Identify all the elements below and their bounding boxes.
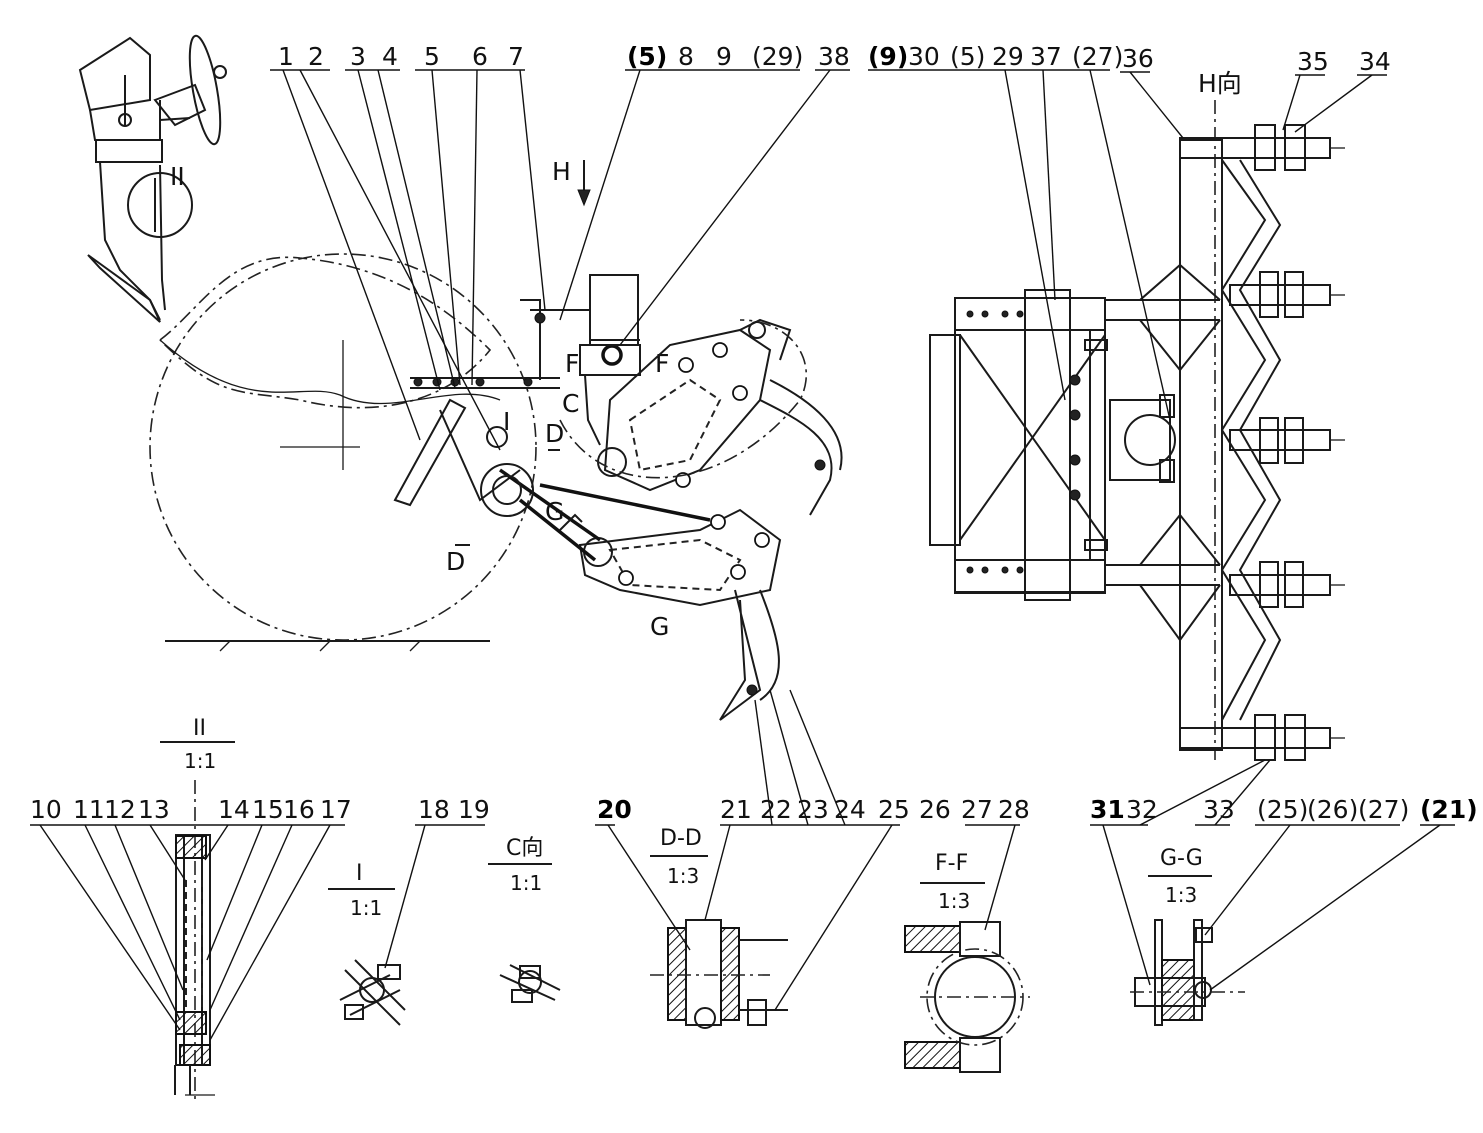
callout-11: 11 [73, 795, 105, 824]
callout-6: 6 [472, 42, 488, 71]
section-g-mark-top: G [545, 497, 564, 526]
callout-23: 23 [797, 795, 829, 824]
section-i-mark: I [503, 407, 510, 436]
callout-37: 37 [1030, 42, 1062, 71]
main-side-view: II F F C I [78, 34, 843, 721]
section-f-mark-left: F [565, 349, 579, 378]
callout-3: 3 [350, 42, 366, 71]
tine-clamp-1 [1179, 124, 1345, 171]
view-ii-scale: 1:1 [184, 749, 216, 773]
section-f-f: F-F 1:3 [904, 851, 1030, 1073]
section-c-mark: C [562, 389, 579, 418]
tine-clamp-4 [1229, 561, 1345, 608]
section-g-mark-bottom: G [650, 612, 669, 641]
callout-18: 18 [418, 795, 450, 824]
callout-26: 26 [919, 795, 951, 824]
callout-15: 15 [252, 795, 284, 824]
upper-tine-assembly [559, 318, 843, 516]
view-h-arrow: H [552, 157, 591, 207]
view-c: C向 1:1 [488, 836, 561, 1003]
view-i-title: I [356, 861, 363, 886]
callout-21-ref: (21) [1420, 795, 1478, 824]
callout-22: 22 [760, 795, 792, 824]
section-d-d: D-D 1:3 [650, 826, 788, 1029]
frame-beam: F F C I [393, 274, 669, 507]
callout-20: 20 [597, 795, 632, 824]
callout-12: 12 [104, 795, 136, 824]
callout-19: 19 [458, 795, 490, 824]
callout-9-ref: (9) [868, 42, 908, 71]
view-dd-scale: 1:3 [667, 864, 699, 888]
callout-5-ref-b: (5) [950, 42, 985, 71]
callout-8: 8 [678, 42, 694, 71]
lower-tine-assembly: G G D D [446, 419, 782, 721]
callout-5-ref-a: (5) [627, 42, 667, 71]
callout-25: 25 [878, 795, 910, 824]
callout-29: 29 [992, 42, 1024, 71]
callout-16: 16 [283, 795, 315, 824]
callout-24: 24 [834, 795, 866, 824]
callout-2: 2 [308, 42, 324, 71]
section-g-g: G-G 1:3 [1130, 846, 1245, 1026]
arrow-h-label: H [552, 157, 571, 186]
view-h-label: H向 [1198, 69, 1242, 98]
tine-clamp-5 [1179, 714, 1345, 761]
view-gg-title: G-G [1160, 846, 1203, 871]
callout-38: 38 [818, 42, 850, 71]
tractor-body-outline [159, 256, 492, 409]
detail-ii-circle-label: II [170, 162, 185, 191]
view-i-scale: 1:1 [350, 896, 382, 920]
view-c-scale: 1:1 [510, 871, 542, 895]
detail-i: I 1:1 [328, 861, 406, 1026]
callout-21: 21 [720, 795, 752, 824]
tine-clamp-2 [1229, 271, 1345, 318]
callout-5: 5 [424, 42, 440, 71]
callout-10: 10 [30, 795, 62, 824]
callout-13: 13 [138, 795, 170, 824]
section-d-mark-top: D [545, 419, 564, 448]
callout-31: 31 [1090, 795, 1125, 824]
tine-clamp-3 [1229, 417, 1345, 464]
view-c-title: C向 [506, 836, 543, 861]
hub-bolt-column [1069, 330, 1108, 560]
callout-30: 30 [908, 42, 940, 71]
callout-35: 35 [1297, 47, 1329, 76]
callout-27: 27 [961, 795, 993, 824]
callout-9: 9 [716, 42, 732, 71]
bottom-callouts: 10 11 12 13 14 15 16 17 18 19 20 21 22 2… [30, 795, 1478, 824]
callout-26-ref: (26) [1307, 795, 1358, 824]
detail-ii-circle [127, 172, 193, 238]
view-gg-scale: 1:3 [1165, 883, 1197, 907]
operator-seat-assembly: II [78, 34, 227, 323]
view-ff-title: F-F [935, 851, 968, 876]
callout-36: 36 [1122, 44, 1154, 73]
view-ff-scale: 1:3 [938, 889, 970, 913]
section-d-mark-bottom: D [446, 547, 465, 576]
callout-27-ref: (27) [1072, 42, 1123, 71]
view-ii-title: II [193, 716, 206, 741]
callout-28: 28 [998, 795, 1030, 824]
callout-32: 32 [1126, 795, 1158, 824]
callout-7: 7 [508, 42, 524, 71]
detail-ii: II 1:1 [160, 716, 235, 1100]
top-callouts: 1 2 3 4 5 6 7 (5) 8 9 (29) 38 (9) 30 (5)… [278, 42, 1391, 76]
callout-17: 17 [320, 795, 352, 824]
callout-25-ref: (25) [1257, 795, 1308, 824]
callout-1: 1 [278, 42, 294, 71]
callout-4: 4 [382, 42, 398, 71]
callout-14: 14 [218, 795, 250, 824]
callout-27-ref-b: (27) [1358, 795, 1409, 824]
view-dd-title: D-D [660, 826, 702, 851]
callout-34: 34 [1359, 47, 1391, 76]
view-h: H向 [929, 69, 1345, 761]
callout-33: 33 [1203, 795, 1235, 824]
callout-29-ref: (29) [752, 42, 803, 71]
leader-lines [30, 69, 1455, 1041]
